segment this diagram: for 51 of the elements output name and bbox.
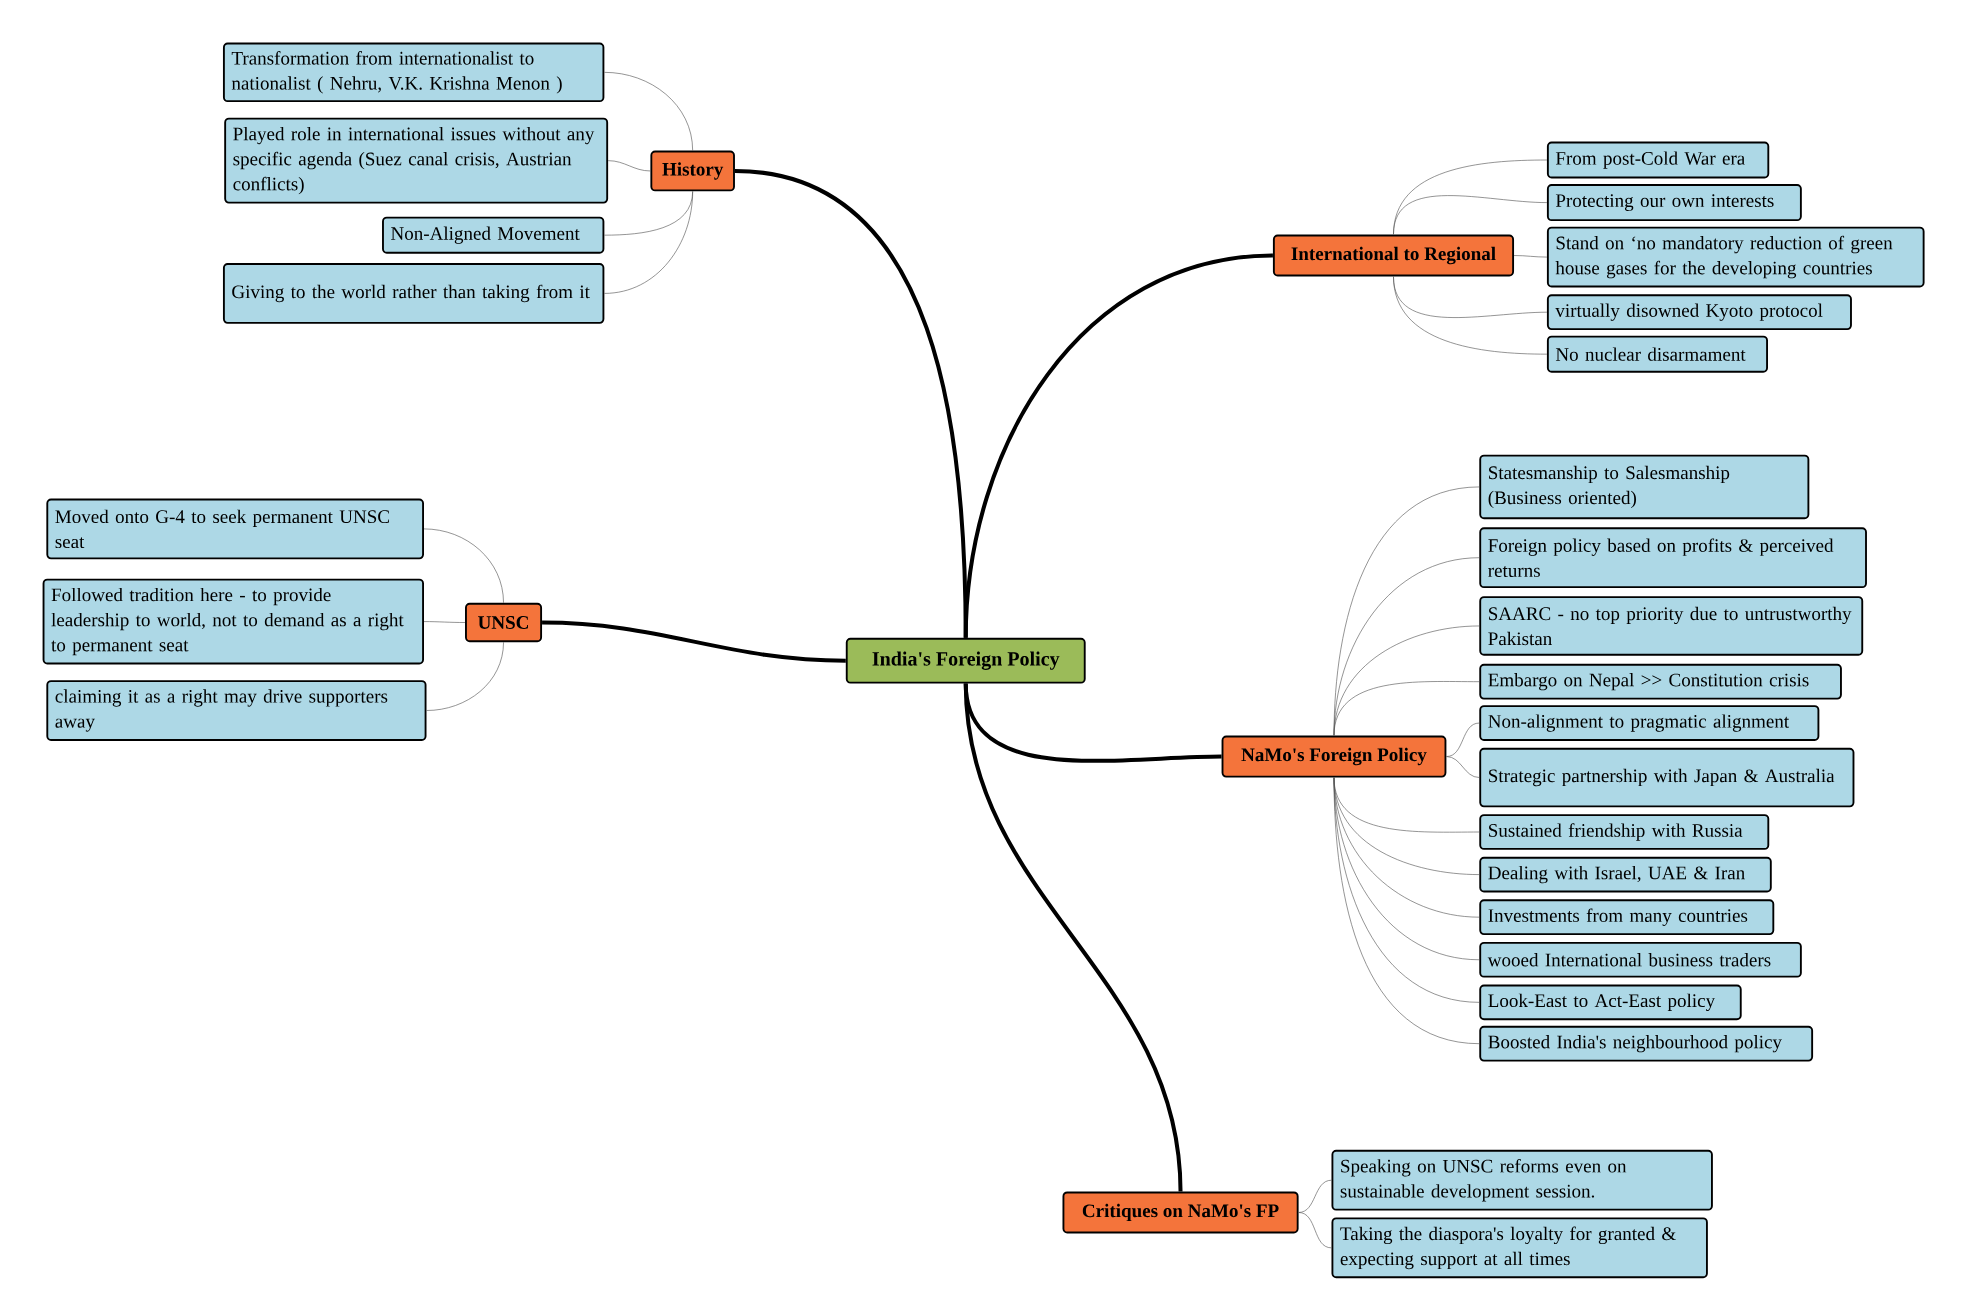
- subtopic-box: Sustained friendship with Russia: [1479, 813, 1770, 850]
- connector-line: [1298, 1211, 1332, 1248]
- connector-line: [604, 190, 693, 294]
- topic-box: International to Regional: [1272, 234, 1515, 277]
- subtopic-box: Protecting our own interests: [1546, 183, 1802, 221]
- topic-box: History: [650, 150, 735, 192]
- subtopic-box: Look-East to Act-East policy: [1479, 984, 1742, 1020]
- subtopic-box: Transformation from internationalist to nationalist ( Nehru, V.K. Krishna Menon ): [222, 42, 605, 102]
- connector-line: [1333, 557, 1480, 736]
- subtopic-box: Statesmanship to Salesmanship (Business oriented): [1479, 454, 1810, 519]
- subtopic-box: No nuclear disarmament: [1546, 335, 1768, 373]
- subtopic-box: Investments from many countries: [1479, 899, 1775, 935]
- connector-line: [1446, 722, 1480, 757]
- subtopic-box: Moved onto G-4 to seek permanent UNSC seat: [46, 498, 424, 560]
- subtopic-box: Giving to the world rather than taking from it: [222, 262, 605, 324]
- subtopic-box: virtually disowned Kyoto protocol: [1546, 294, 1852, 330]
- subtopic-box: Speaking on UNSC reforms even on sustainable development session.: [1331, 1149, 1713, 1211]
- subtopic-box: Dealing with Israel, UAE & Iran: [1479, 856, 1772, 893]
- root-topic-box: India's Foreign Policy: [845, 637, 1086, 684]
- subtopic-box: SAARC - no top priority due to untrustworthy Pakistan: [1479, 596, 1864, 656]
- connector-line: [426, 641, 504, 711]
- topic-box: Critiques on NaMo's FP: [1062, 1191, 1299, 1234]
- subtopic-box: Stand on ‘no mandatory reduction of green house gases for the developing countries: [1546, 226, 1925, 288]
- connector-line: [1393, 276, 1548, 355]
- topic-box: UNSC: [465, 602, 543, 643]
- subtopic-box: Played role in international issues without any specific agenda (Suez canal crisis, Austrian conflicts): [224, 117, 609, 204]
- subtopic-box: Followed tradition here - to provide leadership to world, not to demand as a right to permanent seat: [42, 578, 424, 665]
- connector-line: [1446, 756, 1480, 778]
- connector-line: [423, 621, 466, 623]
- subtopic-box: Non-Aligned Movement: [382, 216, 605, 254]
- connector-line: [604, 71, 693, 151]
- subtopic-box: From post-Cold War era: [1546, 141, 1770, 179]
- connector-line: [963, 683, 1183, 1192]
- connector-line: [607, 160, 651, 172]
- connector-line: [1333, 777, 1480, 1044]
- subtopic-box: Foreign policy based on profits & perceived returns: [1479, 527, 1867, 588]
- connector-line: [423, 528, 504, 603]
- topic-box: NaMo's Foreign Policy: [1221, 735, 1447, 778]
- connector-line: [1298, 1179, 1332, 1213]
- subtopic-box: Non-alignment to pragmatic alignment: [1479, 705, 1820, 741]
- connector-line: [1333, 680, 1480, 736]
- connector-line: [963, 253, 1274, 638]
- subtopic-box: Embargo on Nepal >> Constitution crisis: [1479, 663, 1842, 700]
- connector-line: [1513, 255, 1548, 258]
- connector-line: [542, 620, 846, 663]
- subtopic-box: claiming it as a right may drive supporters away: [46, 679, 427, 741]
- connector-line: [1393, 195, 1548, 235]
- subtopic-box: Boosted India's neighbourhood policy: [1479, 1025, 1814, 1062]
- subtopic-box: wooed International business traders: [1479, 941, 1802, 978]
- subtopic-box: Taking the diaspora's loyalty for granted & expecting support at all times: [1331, 1217, 1708, 1279]
- subtopic-box: Strategic partnership with Japan & Australia: [1479, 747, 1855, 808]
